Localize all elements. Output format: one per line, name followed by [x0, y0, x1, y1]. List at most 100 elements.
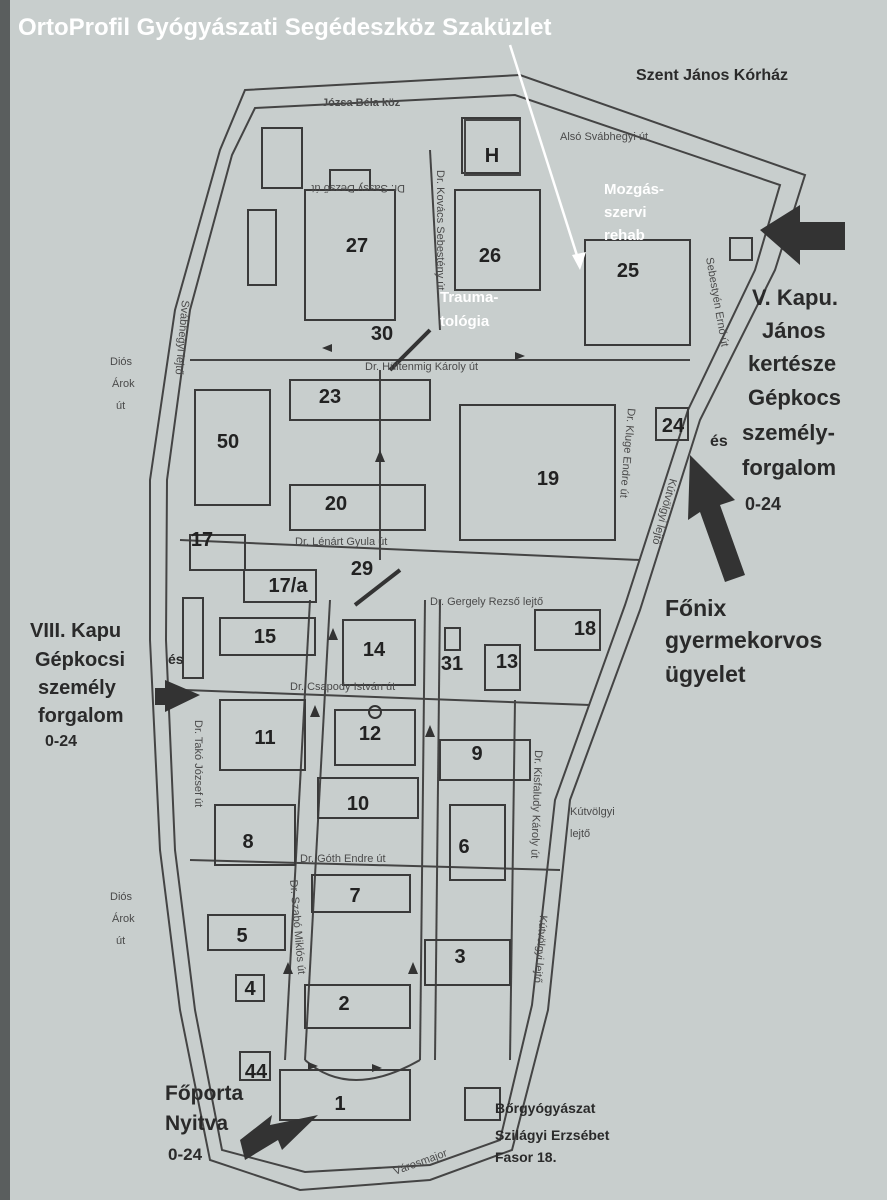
building-25: 25: [617, 260, 639, 282]
building-outline: [444, 627, 461, 651]
street-lenart: Dr. Lénárt Gyula út: [295, 536, 387, 548]
building-outline: [439, 739, 531, 781]
gate-viii-line5: 0-24: [45, 733, 77, 750]
small-arrow-icon: [425, 725, 435, 737]
building-29: 29: [351, 558, 373, 580]
building-17: 17: [191, 529, 213, 551]
entrance-arrows: [155, 205, 845, 1160]
gate-v-es: és: [710, 433, 728, 450]
street-dios-1-line1: Diós: [110, 356, 133, 368]
fonix-line2: gyermekorvos: [665, 627, 822, 653]
building-outline: [342, 619, 416, 686]
building-outline: [454, 189, 541, 291]
building-4: 4: [244, 978, 256, 1000]
derm-line3: Fasor 18.: [495, 1149, 556, 1165]
building-outline: [243, 569, 317, 603]
street-gergely: Dr. Gergely Rezső lejtő: [430, 596, 543, 608]
fonix-line3: ügyelet: [665, 661, 746, 687]
building-26: 26: [479, 245, 501, 267]
foporta-line3: 0-24: [168, 1145, 203, 1164]
building-outline: [261, 127, 303, 189]
trauma-line2: tológia: [440, 313, 490, 330]
derm-line1: Bőrgyógyászat: [495, 1100, 596, 1116]
street-dios-2-line2: Árok: [112, 912, 135, 925]
building-5: 5: [236, 925, 247, 947]
building-1: 1: [334, 1093, 345, 1115]
small-arrow-icon: [408, 962, 418, 974]
street-tako: Dr. Takó József út: [192, 720, 204, 807]
building-outline: [464, 1087, 501, 1121]
building-27: 27: [346, 235, 368, 257]
street-kutvolgyi-lejto-line2: lejtő: [570, 828, 590, 840]
street-sassy: Dr. Sassy Dezső út: [311, 182, 405, 194]
building-outline: [207, 914, 286, 951]
building-numbers: 27 26 25 30 23 50 24 19 20 17 17/a 29 18…: [191, 145, 685, 1115]
small-arrow-icon: [283, 962, 293, 974]
helipad-outline: [464, 119, 521, 176]
building-7: 7: [349, 885, 360, 907]
street-dios-1-line2: Árok: [112, 377, 135, 390]
gate-viii-es: és: [168, 651, 184, 667]
street-hinel: Dr. Hültenmig Károly út: [365, 361, 478, 373]
foporta-line1: Főporta: [165, 1082, 243, 1105]
building-outline: [289, 484, 426, 531]
direction-arrows: [283, 344, 525, 1072]
gate-v-line3: kertésze: [748, 351, 836, 376]
building-outline: [289, 379, 431, 421]
gate-viii-line1: VIII. Kapu: [30, 620, 121, 642]
building-30: 30: [371, 323, 393, 345]
foporta-line2: Nyitva: [165, 1112, 228, 1135]
building-10: 10: [347, 793, 369, 815]
building-13: 13: [496, 651, 518, 673]
buildings: [182, 117, 753, 1121]
street-kovacs: Dr. Kovács Sebestény út: [434, 170, 446, 290]
building-23: 23: [319, 386, 341, 408]
gate-v-line4: Gépkocs: [748, 385, 841, 410]
building-50: 50: [217, 431, 239, 453]
street-also-svab: Alsó Svábhegyi út: [560, 131, 648, 143]
building-outline: [459, 404, 616, 541]
top-right-label: Szent János Kórház: [636, 67, 788, 84]
building-outline: [655, 407, 689, 441]
building-11: 11: [254, 727, 275, 749]
gate-v-arrow-icon: [760, 205, 845, 265]
building-outline: [194, 389, 271, 506]
gate-v-line1: V. Kapu.: [752, 285, 838, 310]
street-dios-1-line3: út: [116, 400, 125, 412]
building-17a: 17/a: [269, 575, 309, 597]
building-18: 18: [574, 618, 596, 640]
building-8: 8: [242, 831, 253, 853]
building-outline: [304, 169, 396, 321]
mozgas-line1: Mozgás-: [604, 181, 664, 198]
building-24: 24: [662, 415, 685, 437]
street-kisfaludy: Dr. Kisfaludy Károly út: [528, 750, 544, 859]
gate-v-line6: forgalom: [742, 455, 836, 480]
left-edge-shadow: [0, 0, 10, 1200]
building-outline: [239, 1051, 271, 1081]
building-15: 15: [254, 626, 276, 648]
gate-viii-line2: Gépkocsi: [35, 649, 125, 671]
building-outline: [182, 597, 204, 679]
building-outline: [247, 209, 277, 286]
building-6: 6: [458, 836, 469, 858]
small-arrow-icon: [310, 705, 320, 717]
building-3: 3: [454, 946, 465, 968]
pointer-arrowhead-icon: [572, 252, 586, 270]
street-kutvolgyi-side2: Kútvölgyi lejtő: [531, 915, 549, 984]
building-outline: [304, 984, 411, 1029]
building-9: 9: [471, 743, 482, 765]
small-arrow-icon: [372, 1064, 382, 1072]
small-arrow-icon: [328, 628, 338, 640]
building-19: 19: [537, 468, 559, 490]
building-outline: [219, 617, 316, 656]
foporta-arrow-icon: [240, 1115, 318, 1160]
gate-v-line7: 0-24: [745, 494, 781, 514]
gate-viii-line3: személy: [38, 677, 117, 699]
building-outline: [334, 709, 416, 766]
fonix-arrow-icon: [688, 455, 745, 582]
gate-v-line5: személy-: [742, 420, 835, 445]
building-outline: [534, 609, 601, 651]
small-arrow-icon: [515, 352, 525, 360]
